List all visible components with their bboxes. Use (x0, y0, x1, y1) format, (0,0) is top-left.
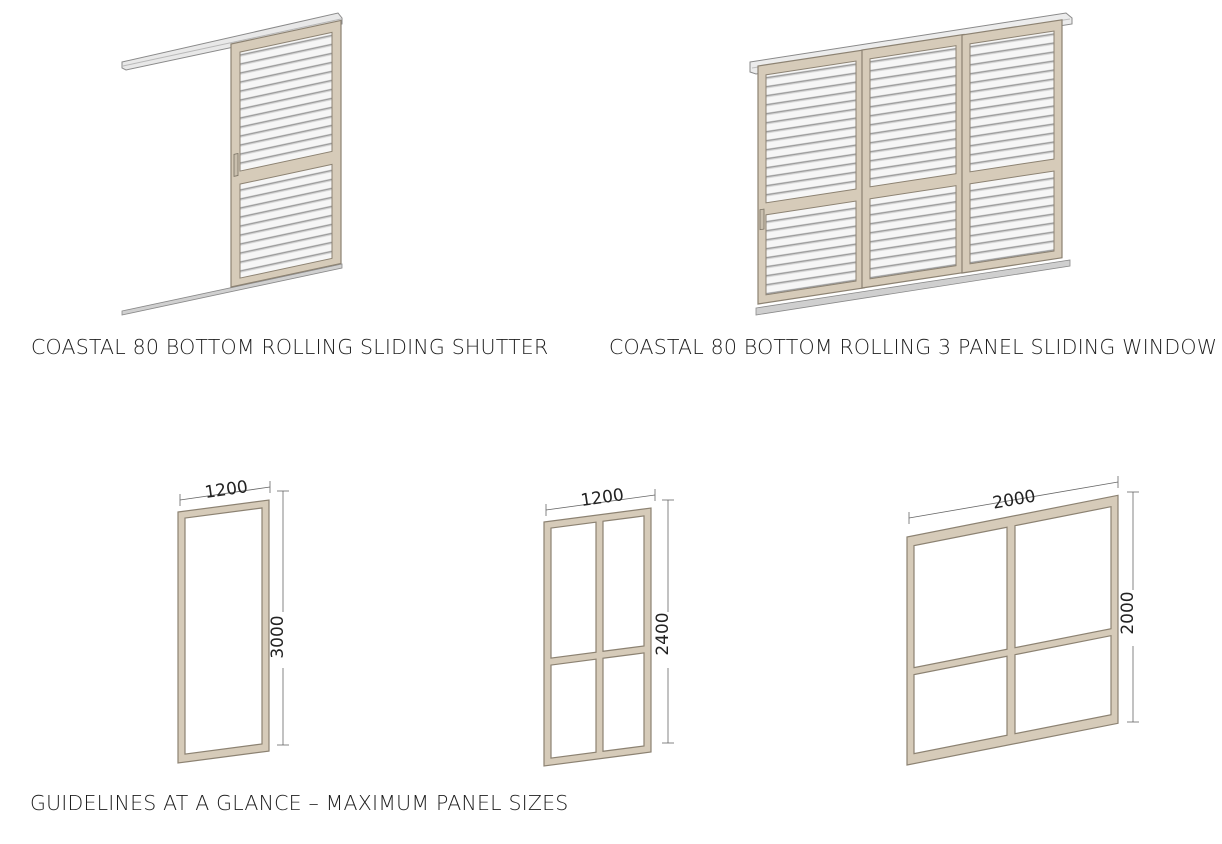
panel-frame-3 (906, 494, 1119, 766)
panel-2-width-label: 1200 (579, 485, 625, 511)
panel-frame-2 (543, 507, 652, 767)
sliding-shutter-illustration (121, 12, 343, 316)
panel-3-height-label: 2000 (1118, 591, 1138, 634)
top-track (121, 12, 343, 71)
guidelines-caption: GUIDELINES AT A GLANCE – MAXIMUM PANEL S… (30, 791, 569, 815)
panel-2-height-label: 2400 (653, 612, 673, 655)
panel-1-height-label: 3000 (268, 615, 288, 658)
window-bottom-track (755, 259, 1071, 316)
bottom-track (121, 263, 343, 316)
three-panel-window-illustration (749, 12, 1073, 316)
three-panel-window-caption: COASTAL 80 BOTTOM ROLLING 3 PANEL SLIDIN… (609, 335, 1218, 359)
panel-guide-2000x2000: 2000 2000 (906, 476, 1142, 766)
panel-frame-1 (177, 499, 270, 764)
panel-guide-1200x3000: 1200 3000 (177, 477, 292, 764)
sliding-shutter-caption: COASTAL 80 BOTTOM ROLLING SLIDING SHUTTE… (31, 335, 549, 359)
panel-1-width-label: 1200 (203, 477, 249, 503)
panel-3-width-label: 2000 (991, 486, 1037, 513)
panel-guide-1200x2400: 1200 2400 (543, 485, 677, 767)
